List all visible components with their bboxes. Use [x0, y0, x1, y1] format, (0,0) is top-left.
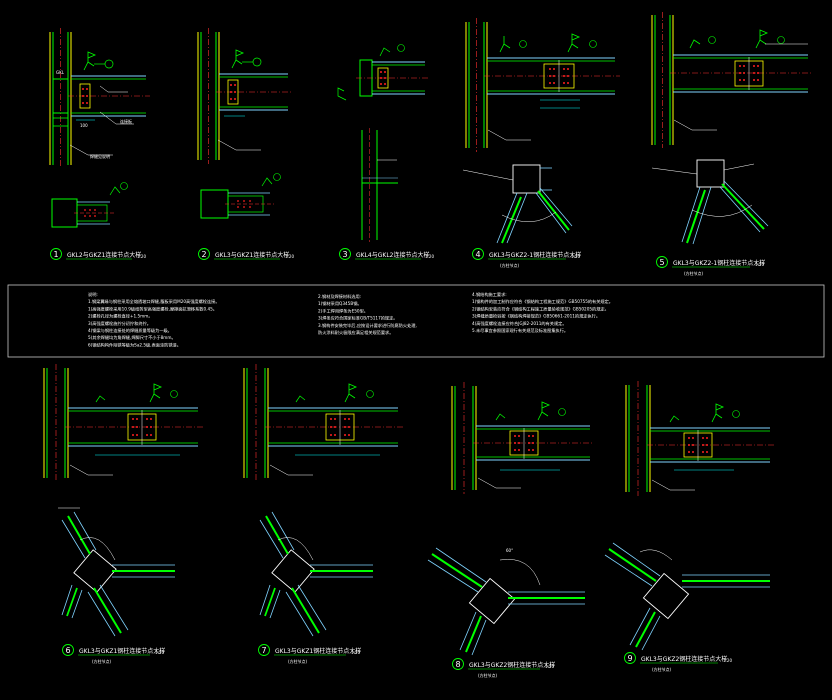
note-line: 2)手工焊用焊条为E50型。 [318, 307, 368, 314]
detail-4-subtitle: (方柱节点) [500, 262, 520, 268]
detail-2-number-circle [198, 248, 210, 260]
detail-2: 2 GKL3与GKZ1连接节点大样 1:20 [197, 28, 294, 260]
detail-6-number-circle [62, 644, 74, 656]
detail-8-subtitle: (方柱节点) [478, 672, 498, 678]
detail-5-number: 5 [659, 258, 664, 267]
note-line: 1.钢梁翼缘与钢柱采用全熔透坡口焊缝,腹板采用M20高强度螺栓连接。 [88, 298, 220, 305]
detail-7-title: GKL3与GKZ1钢柱连接节点大样 [275, 647, 361, 655]
detail-4: 4 GKL3与GKZ2-1钢柱连接节点大样 1:20 (方柱节点) [462, 18, 620, 268]
detail-3-scale: 1:20 [425, 254, 434, 259]
detail-6-subtitle: (方柱节点) [92, 658, 112, 664]
note-line: 6)钢结构构件除锈等级为Sa2.5级,表面涂防锈漆。 [88, 341, 181, 348]
detail-6-title: GKL3与GKZ1钢柱连接节点大样 [79, 647, 165, 655]
note-line: 2)螺栓孔径为螺栓直径+1.5mm。 [88, 313, 153, 320]
detail-8-title: GKL3与GKZ2钢柱连接节点大样 [469, 661, 555, 669]
detail-7-scale: 1:20 [351, 650, 360, 655]
note-line: 3)高强度螺栓施拧分初拧和终拧。 [88, 320, 151, 327]
detail-1-scale: 1:20 [137, 254, 146, 259]
detail-7-number-circle [258, 644, 270, 656]
detail-2-title: GKL3与GKZ1连接节点大样 [215, 251, 289, 259]
detail-6-scale: 1:20 [155, 650, 164, 655]
detail-9-scale: 1:20 [723, 658, 732, 663]
note-line: 5.未尽事宜参照国家现行有关规范及标准图集执行。 [472, 327, 568, 334]
detail-4-number: 4 [475, 250, 480, 259]
detail-6: 6 GKL3与GKZ1钢柱连接节点大样 1:20 (方柱节点) [43, 364, 203, 664]
detail-5-title: GKL3与GKZ2-1钢柱连接节点大样 [673, 259, 765, 267]
note-line: 1)钢材采用Q345B钢。 [318, 300, 362, 307]
dim-label: 100 [80, 123, 88, 128]
detail-8-number-circle [452, 658, 464, 670]
detail-5-number-circle [656, 256, 668, 268]
detail-3-title: GKL4与GKL2连接节点大样 [356, 251, 430, 259]
detail-1-title: GKL2与GKZ1连接节点大样 [67, 251, 141, 259]
detail-7-number: 7 [261, 646, 266, 655]
note-line: 2)钢结构安装应符合《钢结构工程施工质量验收规范》GB50205的规定。 [472, 305, 609, 312]
detail-8: 60° 8 GKL3与GKZ2钢柱连接节点大样 1:20 (方柱节点) [427, 382, 594, 678]
detail-5-subtitle: (方柱节点) [684, 270, 704, 276]
callout-plate: 连接板 [120, 118, 132, 124]
detail-5-scale: 1:20 [755, 262, 764, 267]
detail-7-subtitle: (方柱节点) [288, 658, 308, 664]
detail-4-scale: 1:20 [571, 254, 580, 259]
note-line: 说明: [88, 291, 98, 298]
callout-weld: 焊缝见说明 [90, 153, 110, 159]
detail-6-number: 6 [65, 646, 70, 655]
note-line: 3)焊条应符合国家标准GB/T5117的规定。 [318, 315, 397, 322]
detail-3: 3 GKL4与GKL2连接节点大样 1:20 [337, 44, 434, 260]
detail-1: 焊缝见说明 连接板 100 GKL 1 GKL2与GKZ1连接节点大样 1:20 [49, 28, 150, 260]
note-line: 4)钢梁与钢柱连接处的焊缝质量等级为一级。 [88, 327, 172, 334]
detail-2-number: 2 [201, 250, 206, 259]
detail-4-title: GKL3与GKZ2-1钢柱连接节点大样 [489, 251, 581, 259]
detail-3-number-circle [339, 248, 351, 260]
note-line: 1)钢构件的加工制作应符合《钢结构工程施工规范》GB50755的有关规定。 [472, 298, 613, 305]
beam-label: GKL [56, 70, 65, 75]
detail-9-title: GKL3与GKZ2钢柱连接节点大样 [641, 655, 727, 663]
detail-3-number: 3 [342, 250, 347, 259]
detail-9-number-circle [624, 652, 636, 664]
detail-9-subtitle: (方柱节点) [652, 666, 672, 672]
note-line: 3)焊缝质量检验按《钢结构焊接规范》GB50661-2011的规定执行。 [472, 313, 600, 320]
detail-8-number: 8 [455, 660, 460, 669]
detail-1-number-circle [50, 248, 62, 260]
detail-4-number-circle [472, 248, 484, 260]
note-line: 4)高强度螺栓连接应符合JGJ82-2011的有关规定。 [472, 320, 567, 327]
note-line: 5)其余焊缝均为角焊缝,焊脚尺寸不小于8mm。 [88, 334, 176, 341]
note-line: 2.钢材及焊接材料选用: [318, 293, 361, 300]
notes-frame [7, 284, 825, 358]
detail-5: 5 GKL3与GKZ2-1钢柱连接节点大样 1:20 (方柱节点) [651, 12, 812, 276]
note-line: 防火涂料耐火极限应满足相关规范要求。 [318, 329, 393, 336]
detail-7: 7 GKL3与GKZ1钢柱连接节点大样 1:20 (方柱节点) [243, 364, 403, 664]
notes-column-1: 说明:1.钢梁翼缘与钢柱采用全熔透坡口焊缝,腹板采用M20高强度螺栓连接。1)高… [88, 291, 220, 348]
notes-column-3: 4.钢结构施工要求:1)钢构件的加工制作应符合《钢结构工程施工规范》GB5075… [472, 291, 613, 334]
note-line: 4.钢结构施工要求: [472, 291, 507, 298]
detail-2-scale: 1:20 [285, 254, 294, 259]
detail-8-angle-label: 60° [506, 548, 513, 553]
detail-9: 9 GKL3与GKZ2钢柱连接节点大样 1:20 (方柱节点) [604, 381, 774, 672]
detail-8-scale: 1:20 [545, 664, 554, 669]
detail-1-number: 1 [53, 250, 58, 259]
notes-column-2: 2.钢材及焊接材料选用:1)钢材采用Q345B钢。2)手工焊用焊条为E50型。3… [318, 293, 417, 336]
notes-block: 说明:1.钢梁翼缘与钢柱采用全熔透坡口焊缝,腹板采用M20高强度螺栓连接。1)高… [7, 284, 825, 358]
note-line: 1)高强度螺栓采用10.9级扭剪型高强度螺栓,摩擦面抗滑移系数0.45。 [88, 305, 217, 312]
detail-9-number: 9 [627, 654, 632, 663]
note-line: 3.钢构件安装完毕后,应按设计要求进行防腐防火处理, [318, 322, 417, 329]
